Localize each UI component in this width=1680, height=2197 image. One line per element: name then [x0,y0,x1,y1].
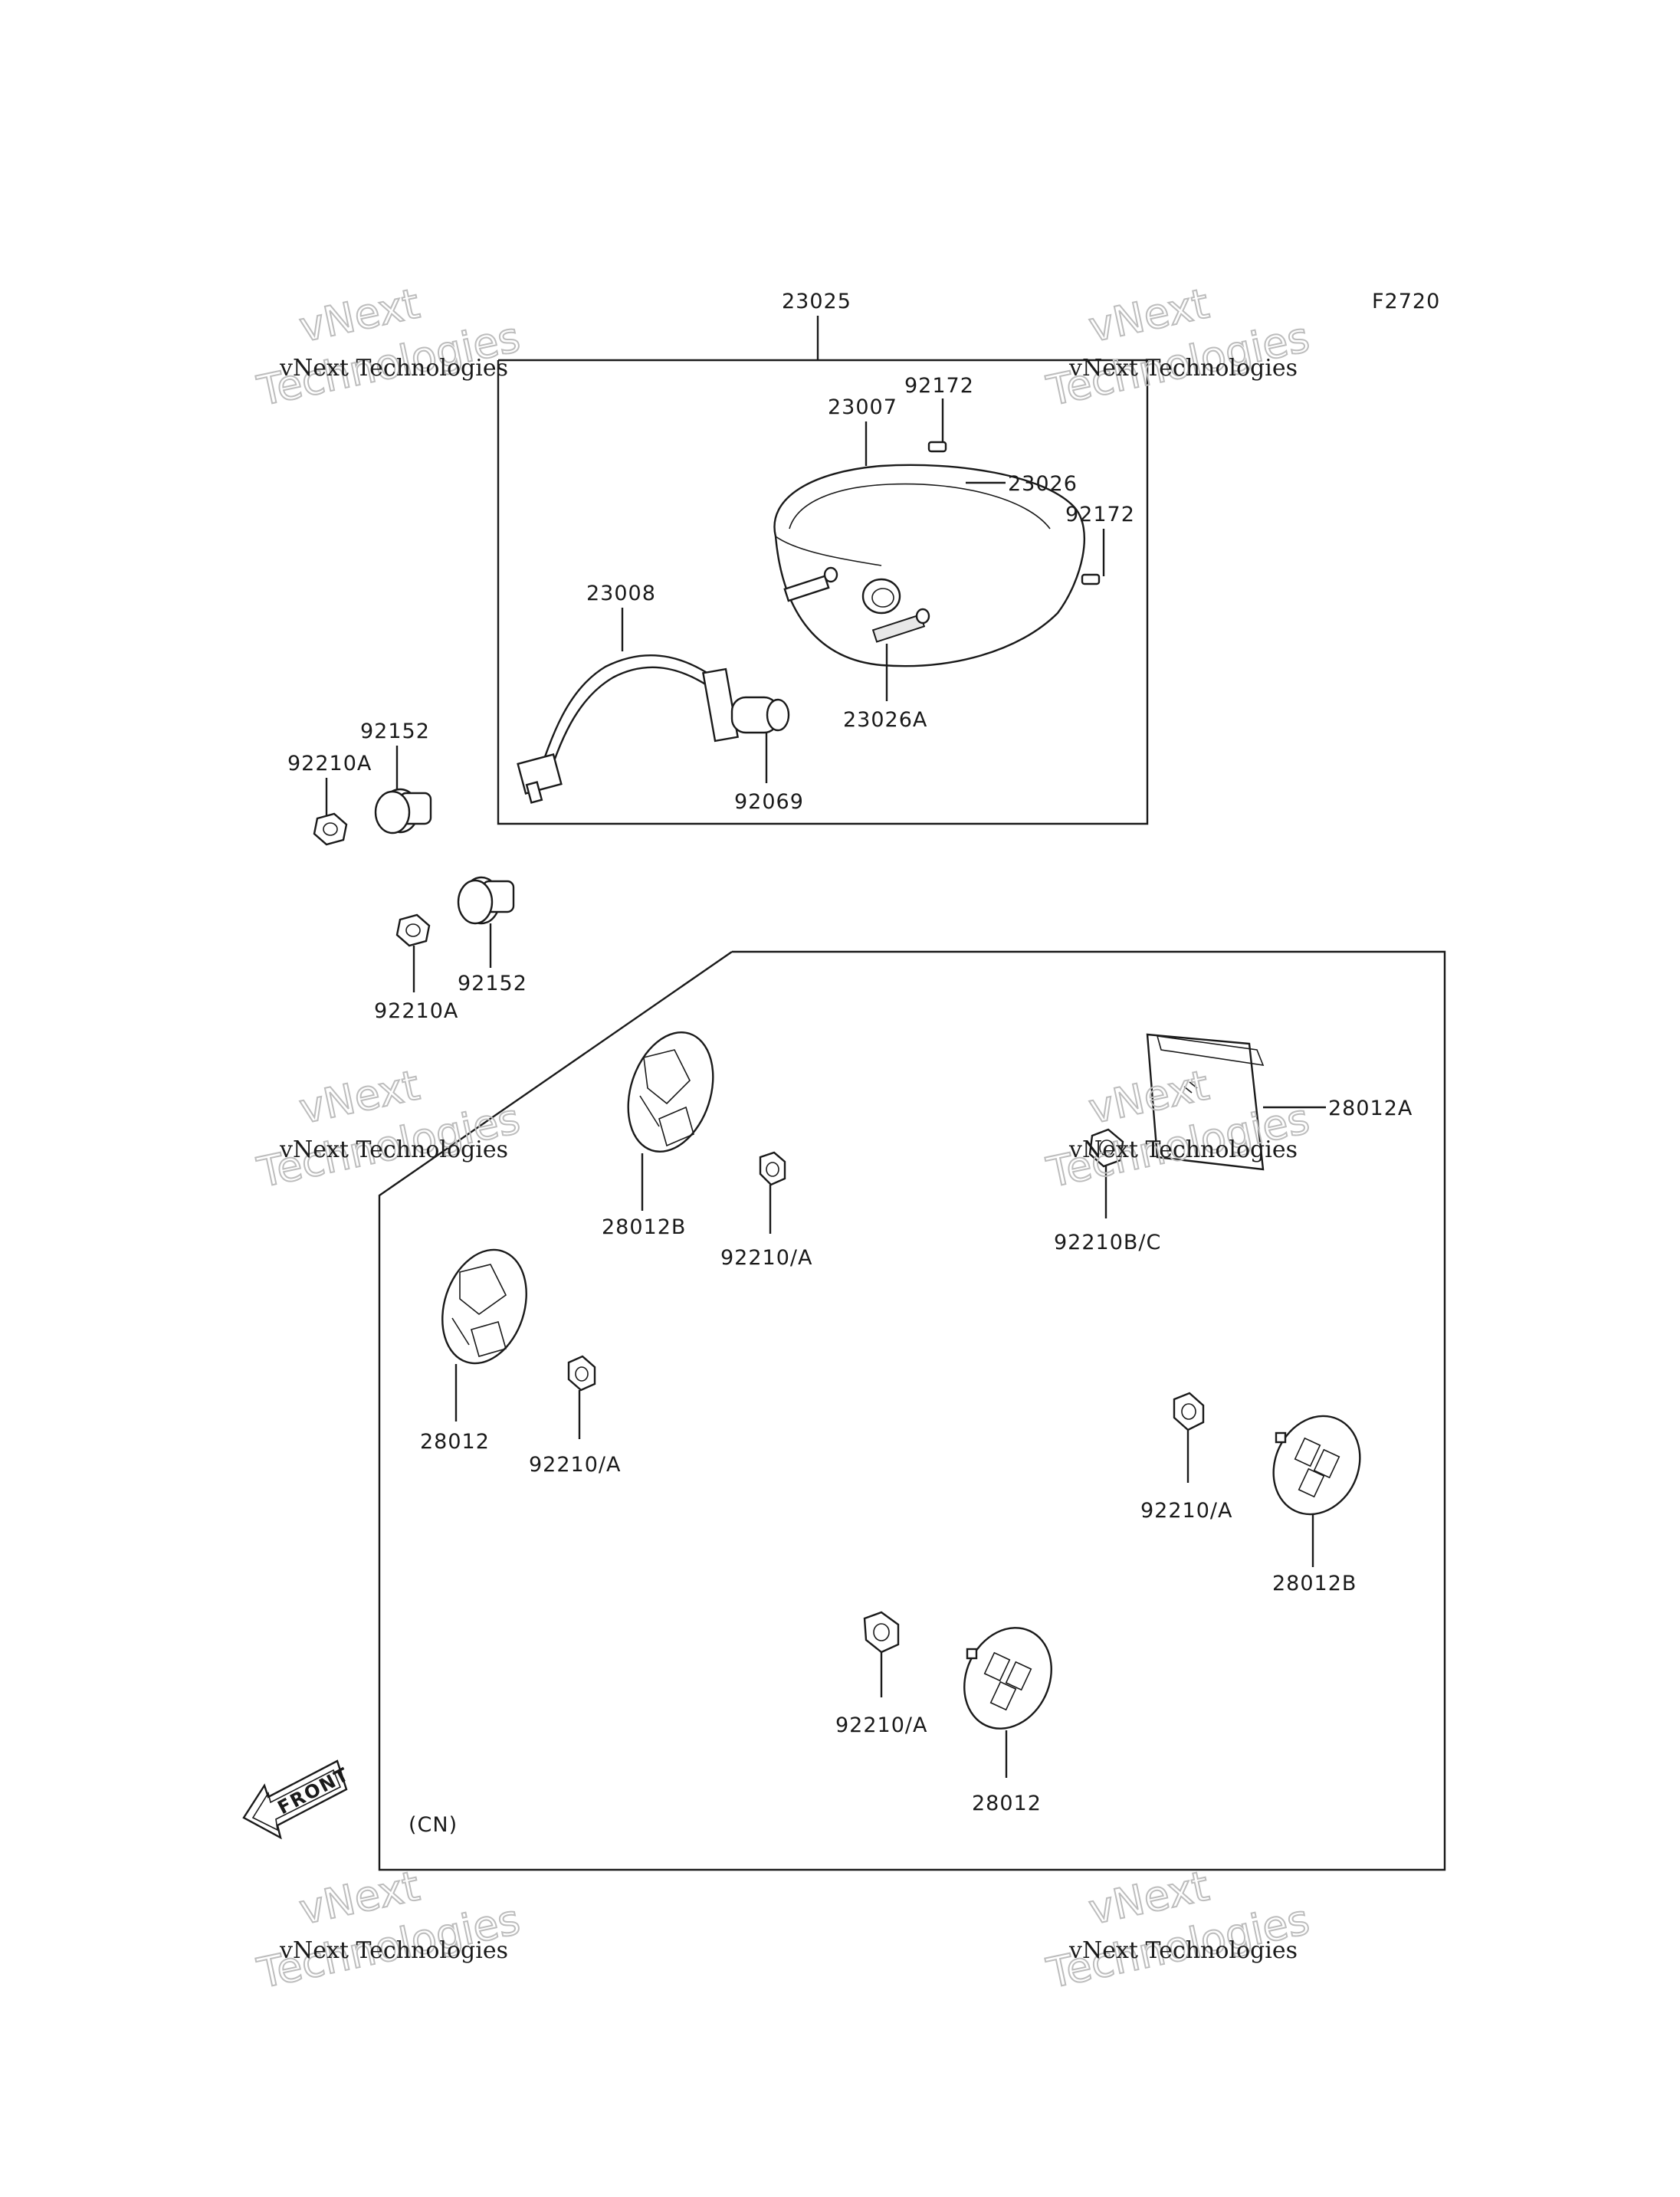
nut-92210A-top [313,812,348,846]
tail-lamp-assembly-group: 23025 23007 92172 23026 92172 [497,290,1149,825]
svg-text:vNext Technologies: vNext Technologies [279,1136,508,1163]
svg-text:vNext Technologies: vNext Technologies [279,1937,508,1964]
label-92172-right: 92172 [1065,503,1135,526]
watermark-bottom-left: vNext Technologies vNext Technologies [252,1861,524,1999]
reflector-28012B-upper [627,1031,714,1153]
nut-92210A-bottom-cn [863,1611,900,1654]
label-92172-top: 92172 [904,374,974,398]
screw-92172-top [927,398,947,453]
reflector-28012A [1146,1033,1265,1171]
label-28012A: 28012A [1328,1097,1413,1120]
label-92210A-left: 92210/A [529,1453,621,1477]
reflector-28012-left [441,1248,527,1365]
label-92210A-bottom: 92210A [374,999,458,1023]
screw-92172-right [1081,529,1105,585]
label-28012-bottom: 28012 [972,1792,1042,1815]
label-28012-left: 28012 [420,1430,490,1454]
reflector-28012B-right [1272,1415,1361,1516]
label-92069: 92069 [734,790,804,814]
nut-92210A-left [567,1355,596,1392]
label-92210A-right: 92210/A [1140,1499,1232,1523]
label-23008: 23008 [586,582,656,605]
watermark-top-left: vNext Technologies vNext Technologies [252,278,524,416]
label-23007: 23007 [828,395,897,419]
reflector-28012-bottom [963,1627,1052,1730]
svg-text:vNext Technologies: vNext Technologies [1068,1937,1298,1964]
loose-fasteners-group: 92152 92210A 92152 92210A [287,720,527,1023]
label-23026: 23026 [1008,472,1078,496]
watermark-top-right: vNext Technologies vNext Technologies [1042,278,1314,416]
label-92210A-bottom-cn: 92210/A [835,1713,927,1737]
assembly-frame [497,359,1149,825]
label-92210BC: 92210B/C [1054,1231,1161,1254]
label-92152-top: 92152 [360,720,430,743]
svg-text:vNext Technologies: vNext Technologies [1068,355,1298,382]
nut-92210A-right [1173,1392,1205,1431]
reflector-group-cn: (CN) 28012A 28012B 92210/A [378,950,1446,1871]
nut-92210A-upper [759,1151,786,1186]
label-92210A-top: 92210A [287,752,372,776]
watermark-bottom-right: vNext Technologies vNext Technologies [1042,1861,1314,1999]
cn-frame [378,950,1446,1871]
label-28012B-right: 28012B [1272,1572,1357,1595]
collar-92152-bottom [457,876,515,925]
nut-92210A-bottom [395,913,431,947]
nut-92210BC [1088,1128,1124,1168]
label-28012B-upper: 28012B [602,1215,686,1239]
svg-text:vNext Technologies: vNext Technologies [279,355,508,382]
label-23025: 23025 [782,290,851,313]
bulb-socket-harness [517,654,790,804]
lamp-housing [773,464,1085,667]
figure-code: F2720 [1372,290,1440,313]
front-arrow-icon: FRONT [242,1759,353,1840]
svg-text:vNext Technologies: vNext Technologies [1068,1136,1298,1163]
watermark-mid-right: vNext Technologies vNext Technologies [1042,1060,1314,1198]
collar-92152-top [374,788,432,835]
label-92210A-upper: 92210/A [720,1246,812,1270]
label-23026A: 23026A [843,708,927,732]
watermark-mid-left: vNext Technologies vNext Technologies [252,1060,524,1198]
region-note: (CN) [409,1813,458,1837]
label-92152-bottom: 92152 [458,972,527,995]
